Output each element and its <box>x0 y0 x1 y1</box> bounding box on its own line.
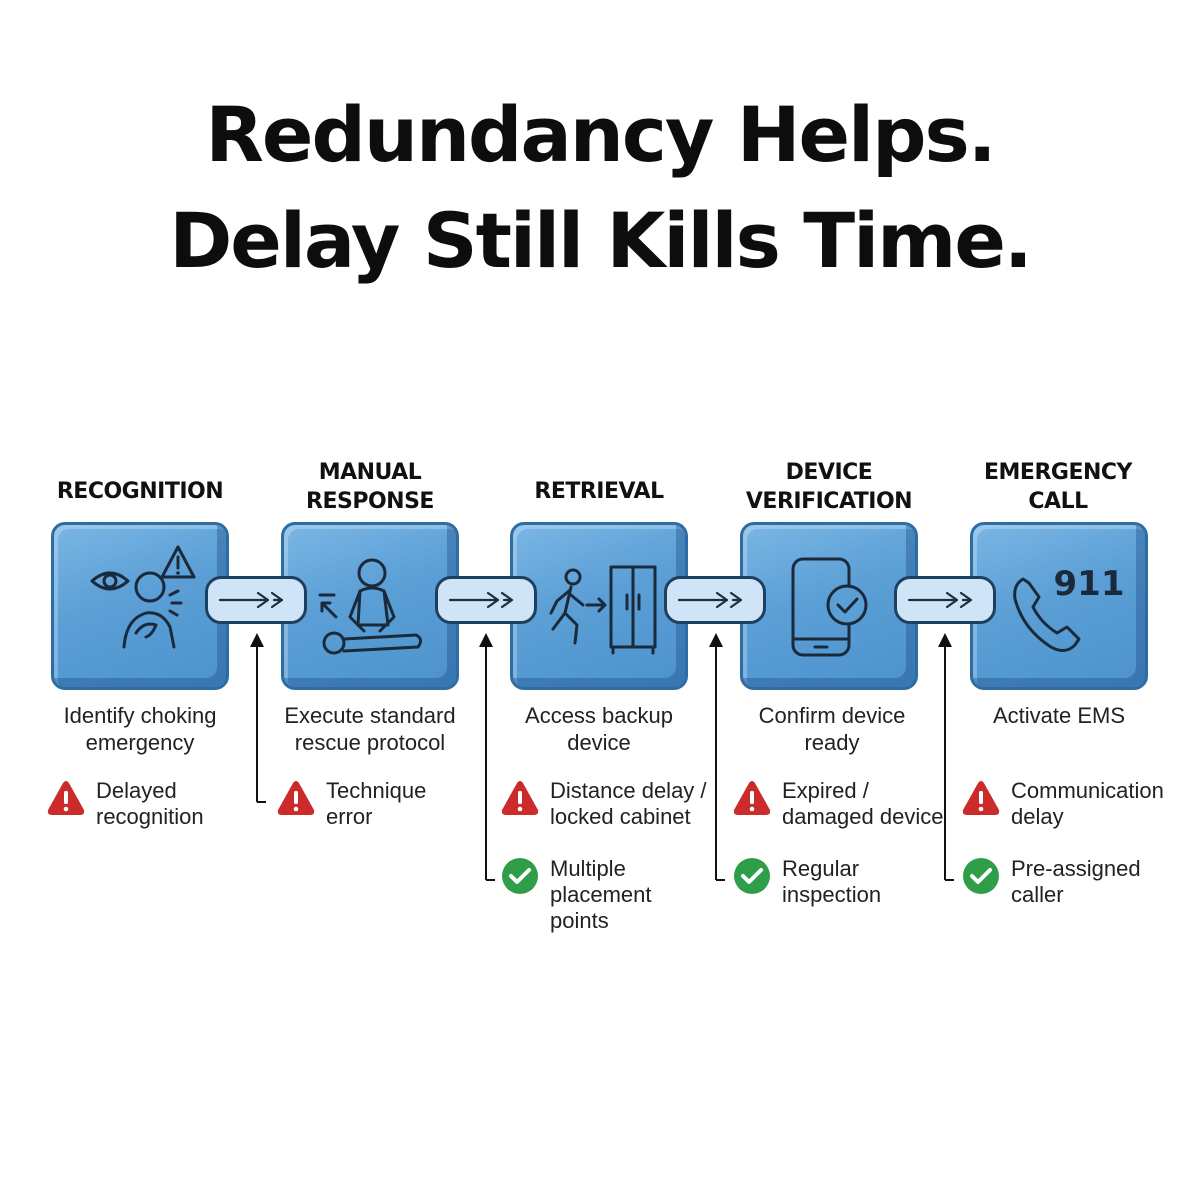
stage-box-manual-response <box>281 522 459 690</box>
warning-icon <box>277 781 315 815</box>
connector-4 <box>894 576 996 624</box>
stage-box-emergency-call: 911 <box>970 522 1148 690</box>
risk-emergency-call: Communication delay <box>961 778 1164 830</box>
stage-title-device-verification: DEVICE VERIFICATION <box>745 460 913 514</box>
stage-box-retrieval <box>510 522 688 690</box>
page-title: Redundancy Helps. Delay Still Kills Time… <box>0 82 1200 294</box>
connector-1 <box>205 576 307 624</box>
double-arrow-icon <box>907 591 973 609</box>
title-line-1: Redundancy Helps. <box>205 90 996 179</box>
check-icon <box>963 858 999 894</box>
warning-icon <box>733 781 771 815</box>
stage-box-recognition <box>51 522 229 690</box>
phone-check-icon <box>791 557 868 657</box>
double-arrow-icon <box>448 591 514 609</box>
warning-icon <box>47 781 85 815</box>
warning-icon <box>501 781 539 815</box>
mitigation-emergency-call: Pre-assigned caller <box>961 856 1141 908</box>
emergency-number: 911 <box>1054 564 1125 604</box>
risk-manual-response: Technique error <box>276 778 426 830</box>
mitigation-retrieval: Multiple placement points <box>500 856 652 934</box>
warning-icon <box>962 781 1000 815</box>
stage-box-device-verification <box>740 522 918 690</box>
check-icon <box>734 858 770 894</box>
connector-2 <box>435 576 537 624</box>
connector-3 <box>664 576 766 624</box>
stage-desc-manual-response: Execute standard rescue protocol <box>284 703 456 755</box>
double-arrow-icon <box>218 591 284 609</box>
risk-recognition: Delayed recognition <box>46 778 204 830</box>
stage-desc-recognition: Identify choking emergency <box>63 703 217 755</box>
check-icon <box>502 858 538 894</box>
stage-desc-device-verification: Confirm device ready <box>758 703 906 755</box>
person-choking-eye-warning-icon <box>90 545 196 649</box>
stage-desc-emergency-call: Activate EMS <box>992 703 1126 728</box>
risk-retrieval: Distance delay / locked cabinet <box>500 778 707 830</box>
mitigation-device-verification: Regular inspection <box>732 856 881 908</box>
risk-device-verification: Expired / damaged device <box>732 778 943 830</box>
cpr-rescuer-icon <box>318 558 423 655</box>
stage-desc-retrieval: Access backup device <box>525 703 673 755</box>
stage-title-emergency-call: EMERGENCY CALL <box>984 460 1132 514</box>
title-line-2: Delay Still Kills Time. <box>169 196 1033 285</box>
stage-title-retrieval: RETRIEVAL <box>534 479 664 504</box>
phone-911-icon: 911 <box>1013 564 1125 652</box>
stage-title-recognition: RECOGNITION <box>56 479 224 504</box>
stage-title-manual-response: MANUAL RESPONSE <box>306 460 434 514</box>
double-arrow-icon <box>677 591 743 609</box>
walking-to-cabinet-icon <box>549 565 657 655</box>
